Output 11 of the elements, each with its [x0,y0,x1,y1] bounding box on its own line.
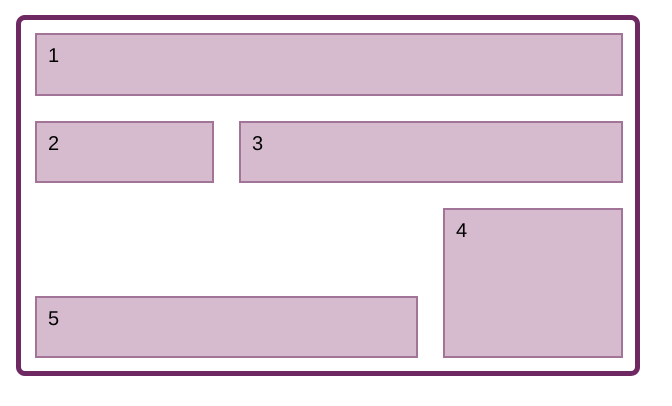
grid-item-label: 5 [48,308,60,331]
grid-item-label: 4 [456,220,468,243]
grid-item-label: 3 [252,133,264,156]
grid-item [35,296,418,358]
grid-item [35,33,623,96]
grid-item [35,121,214,183]
grid-item [443,208,623,358]
grid-item [239,121,623,183]
grid-item-label: 2 [48,133,60,156]
grid-container [16,15,640,376]
grid-item-label: 1 [48,45,60,68]
